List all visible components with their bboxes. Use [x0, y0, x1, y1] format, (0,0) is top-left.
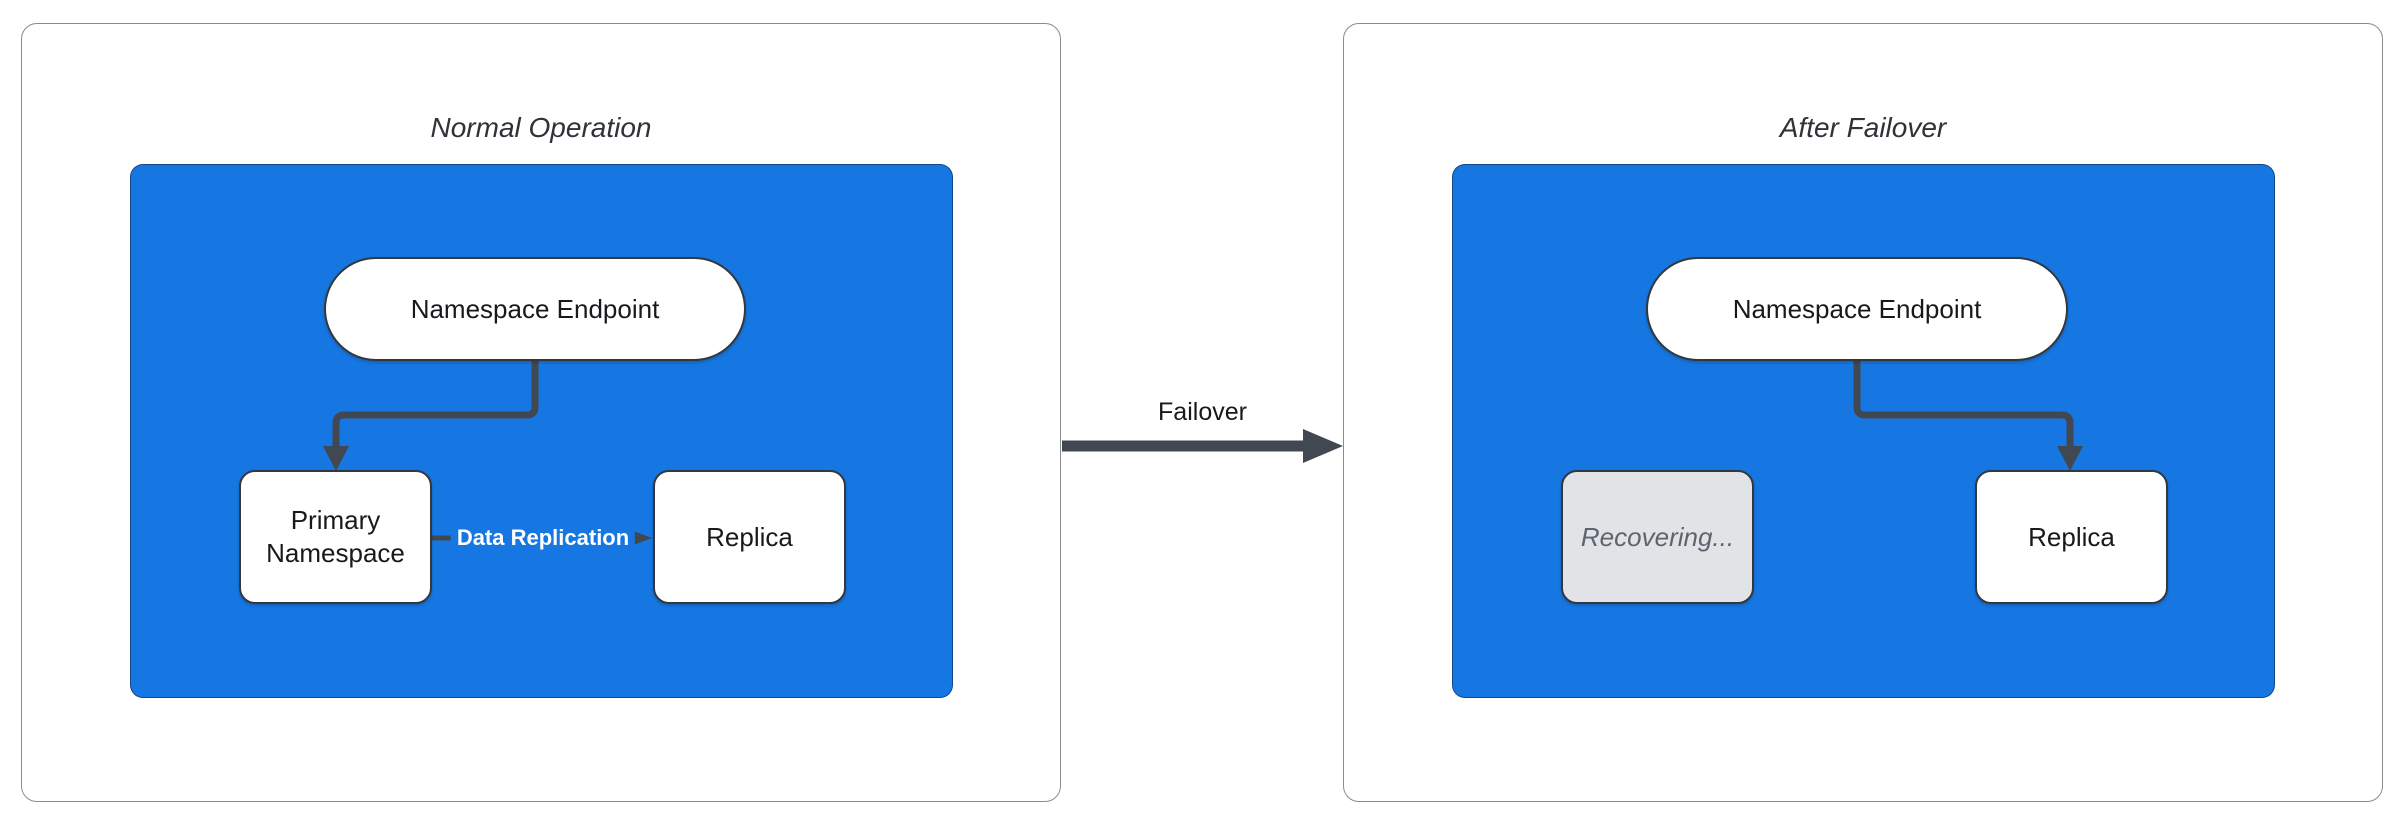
- connector-endpoint-to-replica: [1853, 354, 2083, 471]
- node-label: Replica: [706, 521, 793, 552]
- panel-after-failover: After Failover Namespace Endpoint Recove…: [1343, 23, 2383, 802]
- node-namespace-endpoint: Namespace Endpoint: [1646, 257, 2068, 361]
- node-replica: Replica: [1975, 470, 2168, 604]
- panel-normal-operation: Normal Operation Namespace Endpoint Prim…: [21, 23, 1061, 802]
- node-label: Namespace Endpoint: [410, 293, 660, 324]
- node-label: Replica: [2028, 521, 2115, 552]
- failover-arrowhead-icon: [1303, 429, 1343, 463]
- node-label: Recovering...: [1580, 521, 1735, 552]
- elbow-line: [1853, 354, 2074, 453]
- failover-arrow-icon: [1062, 429, 1343, 463]
- node-label: Namespace Endpoint: [1732, 293, 1982, 324]
- node-namespace-endpoint: Namespace Endpoint: [324, 257, 746, 361]
- connector-endpoint-to-primary: [323, 354, 652, 548]
- arrowhead-down-icon: [2057, 446, 2083, 471]
- failover-label: Failover: [1158, 398, 1247, 426]
- group-normal-operation: Namespace Endpoint Primary Namespace Rep…: [130, 164, 953, 698]
- panel-title-normal-operation: Normal Operation: [430, 112, 652, 143]
- failover-transition: Failover: [1062, 398, 1343, 468]
- node-replica: Replica: [653, 470, 846, 604]
- group-after-failover: Namespace Endpoint Recovering... Replica: [1452, 164, 2275, 698]
- node-primary-namespace: Primary Namespace: [239, 470, 432, 604]
- node-recovering: Recovering...: [1561, 470, 1754, 604]
- panel-title-after-failover: After Failover: [1779, 112, 1947, 143]
- node-label: Primary Namespace: [266, 505, 405, 568]
- elbow-line: [332, 354, 539, 453]
- edge-label-data-replication: Data Replication: [450, 523, 636, 553]
- arrowhead-down-icon: [323, 446, 349, 471]
